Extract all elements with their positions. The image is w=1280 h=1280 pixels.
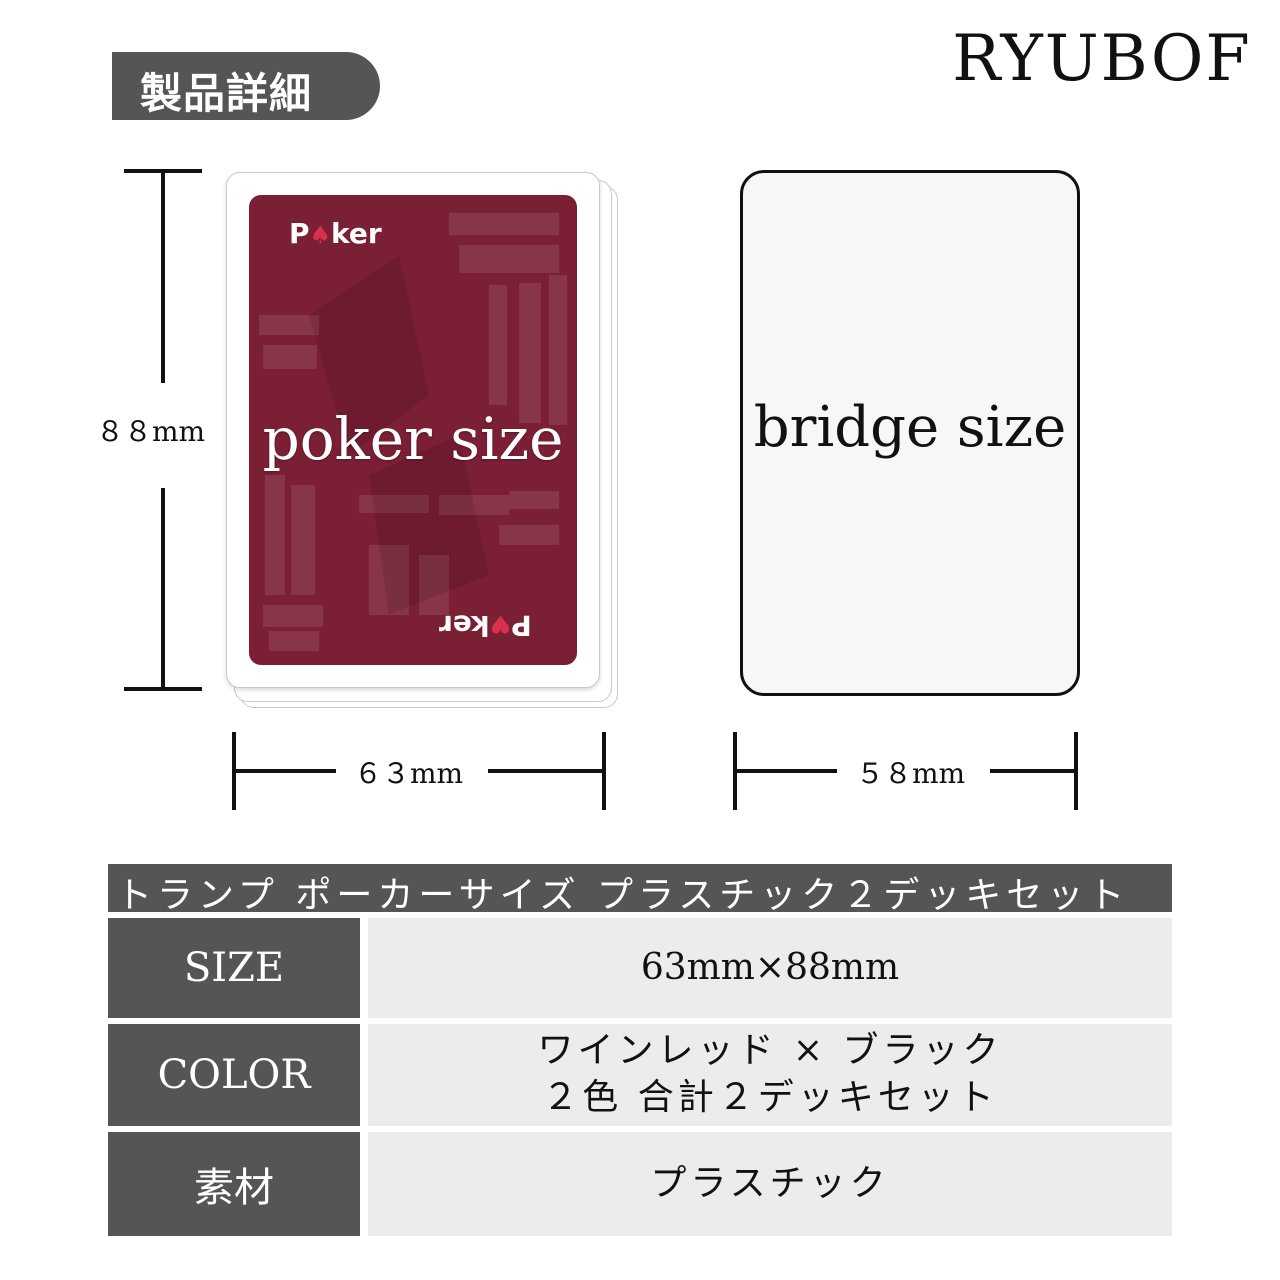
height-dim-upper-line [161,169,165,383]
bridge-width-left-line [733,769,837,773]
poker-size-label: poker size [262,405,564,473]
poker-logo-top-letter: P [289,217,310,250]
spec-row-size-value: 63mm×88mm [368,918,1172,1018]
poker-logo-bottom: P♥ker [439,609,532,642]
bridge-width-right-cap [1074,732,1078,810]
brand-logo: RYUBOF [952,22,1252,96]
heart-icon: ♥ [489,610,512,638]
spec-color-value-line1: ワインレッド × ブラック [537,1030,1003,1072]
heart-icon: ♠ [309,221,332,249]
poker-width-left-line [232,769,336,773]
spec-title-bar: トランプ ポーカーサイズ プラスチック２デッキセット [108,864,1172,916]
height-dim-lower-line [161,488,165,690]
spec-color-value-line2: ２色 合計２デッキセット [542,1077,998,1118]
height-dim-label: ８８mm [96,410,206,450]
section-tab-label: 製品詳細 [140,69,313,118]
spec-row-color-label: COLOR [108,1024,360,1126]
poker-logo-bottom-letter: P [511,609,532,642]
spec-row-size-label: SIZE [108,918,360,1018]
poker-card-face: P♠ker poker size P♥ker [249,195,577,665]
section-tab: 製品詳細 [112,52,380,120]
poker-card-image: P♠ker poker size P♥ker [226,172,618,710]
spec-color-label-text: COLOR [157,1052,311,1098]
spec-size-label-text: SIZE [183,945,285,991]
spec-title: トランプ ポーカーサイズ プラスチック２デッキセット [116,875,1130,916]
bridge-size-label: bridge size [753,395,1067,460]
bridge-width-label: ５８mm [856,752,966,792]
poker-width-label: ６３mm [354,752,464,792]
height-dim-bottom-cap [124,687,202,691]
bridge-card-outline: bridge size [740,170,1080,696]
card-pattern [259,213,567,651]
spec-row-color-value: ワインレッド × ブラック ２色 合計２デッキセット [368,1024,1172,1126]
spec-size-value-text: 63mm×88mm [640,946,900,988]
poker-width-right-line [488,769,606,773]
poker-logo-top: P♠ker [289,217,382,250]
spec-material-label-text: 素材 [194,1165,274,1211]
card-stack-layer-front: P♠ker poker size P♥ker [226,172,600,688]
poker-logo-top-rest: ker [331,217,382,250]
poker-logo-bottom-rest: ker [439,609,490,642]
spec-row-material-value: プラスチック [368,1132,1172,1236]
spec-material-value-text: プラスチック [650,1162,890,1204]
spec-row-material-label: 素材 [108,1132,360,1236]
bridge-width-right-line [990,769,1078,773]
poker-width-right-cap [602,732,606,810]
